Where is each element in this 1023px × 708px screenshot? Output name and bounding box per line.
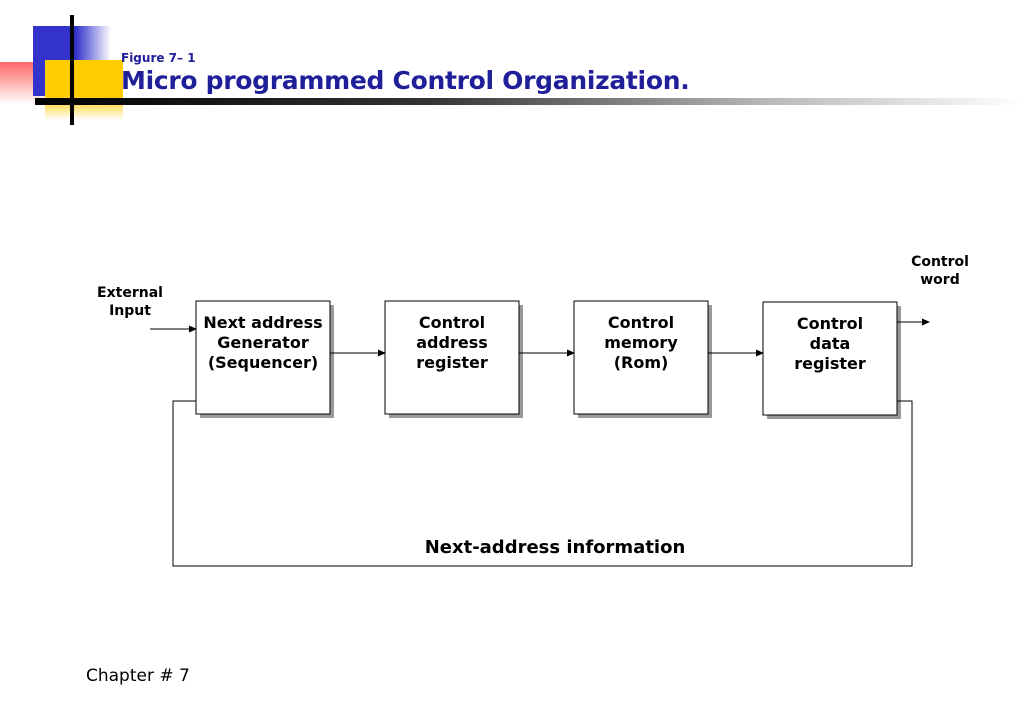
external-input-label: External Input [97,285,163,319]
feedback-loop-line [172,400,913,567]
header-decoration-vertical-line [70,15,74,125]
figure-label: Figure 7– 1 [121,51,196,65]
control-address-register-block [384,300,520,415]
control-word-label: Control word [911,254,969,288]
control-memory-block [573,300,709,415]
header-decoration-horizontal-line [35,98,1023,105]
control-data-register-label: Control data register [794,314,866,373]
chapter-footer: Chapter # 7 [86,666,190,686]
control-data-register-block [762,301,898,416]
header-decoration-yellow [45,60,123,120]
next-address-information-label: Next-address information [424,537,686,558]
control-address-register-label: Control address register [416,313,488,372]
sequencer-block [195,300,331,415]
slide-title: Micro programmed Control Organization. [121,66,690,95]
sequencer-label: Next address Generator (Sequencer) [203,313,323,372]
control-memory-label: Control memory (Rom) [604,313,678,372]
